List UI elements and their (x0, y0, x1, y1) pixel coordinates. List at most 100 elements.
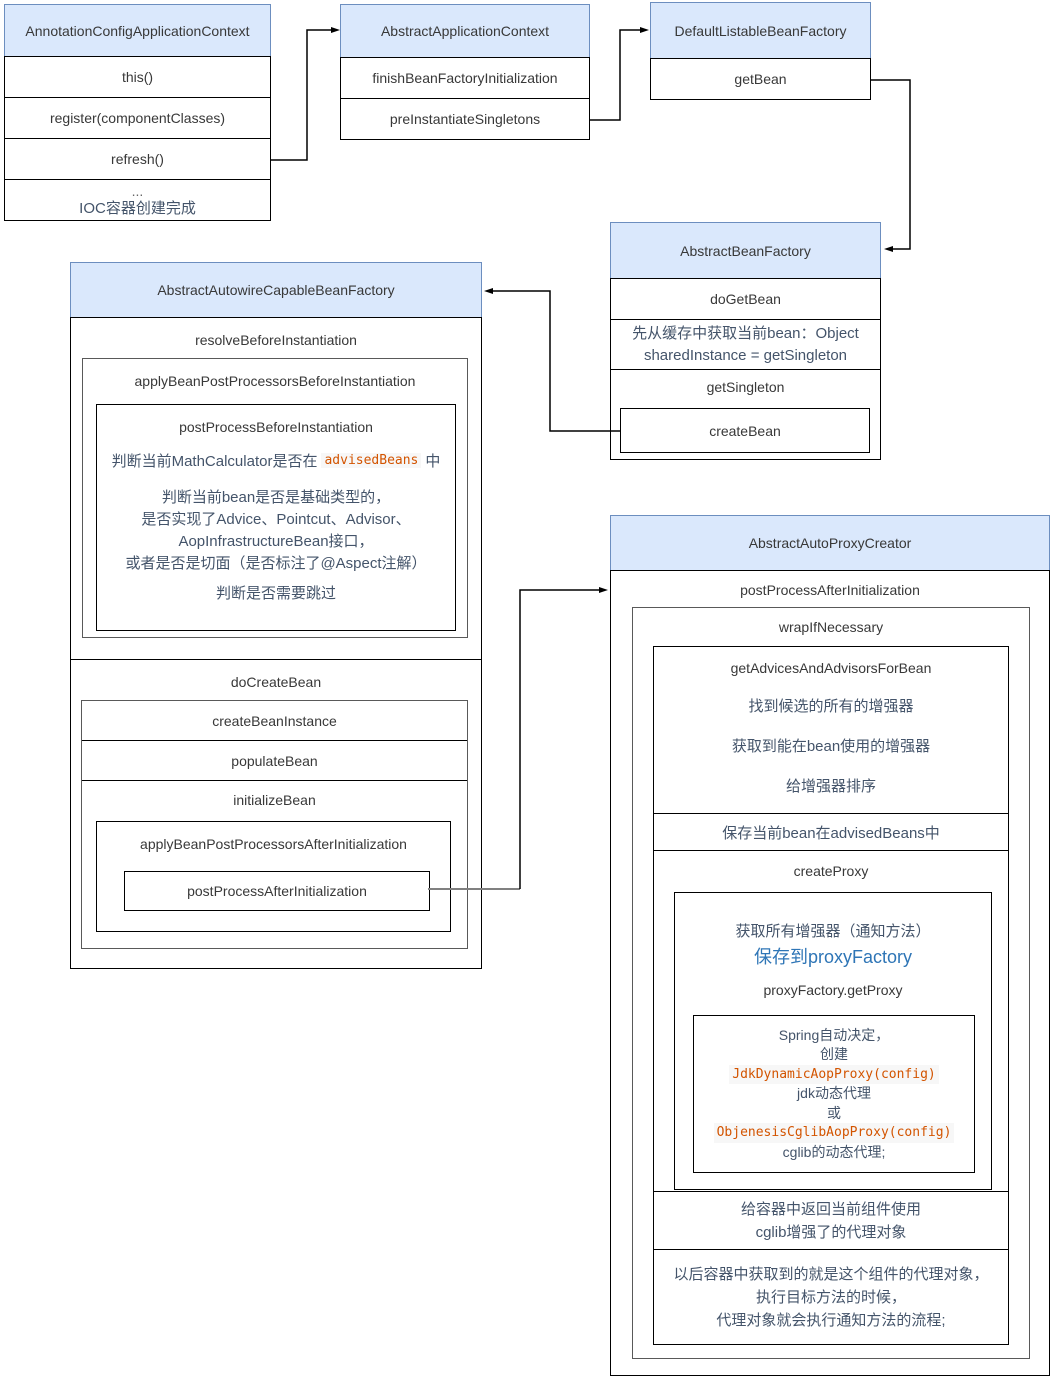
section-label-do-create-bean: doCreateBean (70, 662, 482, 702)
method-label-wrap: applyBeanPostProcessorsAfterInitializati… (97, 822, 450, 866)
note-line: cglib的动态代理; (782, 1143, 886, 1160)
cache-lookup-line1: 先从缓存中获取当前bean：Object (632, 324, 859, 342)
note-line: 代理对象就会执行通知方法的流程; (716, 1311, 946, 1329)
method-proxy-factory-get-proxy: proxyFactory.getProxy (675, 977, 991, 1003)
section-get-singleton: getSingleton createBean (610, 369, 881, 460)
code-objenesis-cglib-aop-proxy: ObjenesisCglibAopProxy(config) (713, 1123, 955, 1143)
connector-pre-instantiate-to-default-listable (590, 27, 649, 121)
method-row-refresh: refresh() (4, 138, 271, 180)
box-apply-bean-post-processors-after-initialization: applyBeanPostProcessorsAfterInitializati… (96, 821, 451, 932)
note-text: 保存到proxyFactory (753, 947, 913, 967)
note-line: jdk动态代理 (797, 1085, 871, 1102)
note-text: 给增强器排序 (785, 777, 876, 795)
method-label-wrap: createProxy (654, 851, 1008, 891)
method-row-register: register(componentClasses) (4, 97, 271, 139)
method-label-wrap: getAdvicesAndAdvisorsForBean (654, 647, 1008, 689)
note-line: 执行目标方法的时候， (755, 1288, 906, 1306)
box-proxy-factory: 获取所有增强器（通知方法） 保存到proxyFactory proxyFacto… (674, 892, 992, 1190)
node-header: AnnotationConfigApplicationContext (4, 4, 271, 57)
note-text: 判断当前MathCalculator是否在 (111, 452, 318, 470)
cache-lookup-line2: sharedInstance = getSingleton (643, 346, 848, 364)
box-do-create-bean-steps: createBeanInstance populateBean initiali… (81, 700, 468, 949)
code-jdk-dynamic-aop-proxy: JdkDynamicAopProxy(config) (729, 1064, 939, 1085)
note-line: AopInfrastructureBean接口， (178, 533, 374, 550)
step-create-bean-instance: createBeanInstance (82, 701, 467, 741)
method-label: createProxy (793, 863, 869, 879)
note-line: 给容器中返回当前组件使用 (740, 1200, 921, 1218)
method-label: initializeBean (233, 792, 316, 808)
section-label-post-process-after-initialization: postProcessAfterInitialization (610, 573, 1050, 607)
step-populate-bean: populateBean (82, 741, 467, 781)
method-box-create-bean: createBean (620, 408, 870, 453)
ioc-complete-label: IOC容器创建完成 (79, 200, 196, 217)
note-line: cglib增强了的代理对象 (755, 1223, 907, 1241)
class-title: AbstractBeanFactory (680, 242, 811, 259)
method-label-wrap: applyBeanPostProcessorsBeforeInstantiati… (83, 359, 467, 403)
node-header: AbstractBeanFactory (610, 222, 881, 279)
method-label-wrap: wrapIfNecessary (633, 608, 1029, 646)
box-apply-bean-post-processors-before-instantiation: applyBeanPostProcessorsBeforeInstantiati… (82, 358, 468, 638)
method-label: getAdvicesAndAdvisorsForBean (730, 660, 932, 676)
method-label: proxyFactory.getProxy (763, 982, 903, 998)
note-line: 或者是否是切面（是否标注了@Aspect注解） (125, 555, 427, 572)
note-judge-skip: 判断是否需要跳过 (97, 579, 455, 605)
method-row-finish-bean-factory-initialization: finishBeanFactoryInitialization (340, 57, 590, 99)
connector-post-process-after-to-auto-proxy-creator (519, 587, 608, 889)
method-label: applyBeanPostProcessorsBeforeInstantiati… (134, 373, 416, 389)
note-text: 中 (425, 452, 441, 470)
node-abstract-application-context: AbstractApplicationContext finishBeanFac… (340, 4, 590, 141)
method-label: createBeanInstance (212, 712, 337, 729)
note-line: 判断当前bean是否是基础类型的， (161, 489, 391, 506)
section-divider (71, 659, 481, 660)
note-line: 以后容器中获取到的就是这个组件的代理对象， (673, 1265, 989, 1283)
row-return-cglib-proxy: 给容器中返回当前组件使用 cglib增强了的代理对象 (654, 1192, 1008, 1250)
node-header: AbstractApplicationContext (340, 4, 590, 58)
ellipsis-label: ... (131, 183, 144, 199)
node-abstract-auto-proxy-creator: AbstractAutoProxyCreator postProcessAfte… (610, 515, 1050, 1376)
note-judge-advised-beans: 判断当前MathCalculator是否在 advisedBeans 中 (97, 449, 455, 471)
connector-create-bean-to-autowire-factory (484, 288, 620, 432)
note-collect-advisors: 获取所有增强器（通知方法） (675, 917, 991, 943)
note-text: 保存当前bean在advisedBeans中 (722, 824, 940, 842)
method-label: doCreateBean (230, 674, 322, 690)
row-future-proxy-behavior: 以后容器中获取到的就是这个组件的代理对象， 执行目标方法的时候， 代理对象就会执… (654, 1250, 1008, 1344)
step-initialize-bean: initializeBean (82, 781, 467, 819)
method-row-do-get-bean: doGetBean (610, 278, 881, 320)
method-row-pre-instantiate-singletons: preInstantiateSingletons (340, 98, 590, 140)
node-header: DefaultListableBeanFactory (650, 2, 871, 59)
row-cache-lookup: 先从缓存中获取当前bean：Object sharedInstance = ge… (610, 319, 881, 370)
method-label: refresh() (111, 151, 164, 167)
method-label: postProcessAfterInitialization (187, 883, 367, 899)
note-text: 判断是否需要跳过 (215, 584, 336, 602)
note-line: 创建 (820, 1046, 848, 1063)
class-title: DefaultListableBeanFactory (674, 22, 847, 39)
box-wrap-if-necessary: wrapIfNecessary getAdvicesAndAdvisorsFor… (632, 607, 1030, 1359)
node-default-listable-bean-factory: DefaultListableBeanFactory getBean (650, 2, 871, 100)
note-judge-infrastructure: 判断当前bean是否是基础类型的， 是否实现了Advice、Pointcut、A… (97, 486, 455, 576)
row-save-advised-beans: 保存当前bean在advisedBeans中 (654, 814, 1008, 851)
method-row-this: this() (4, 56, 271, 98)
note-text: 获取到能在bean使用的增强器 (731, 737, 931, 755)
note-line: Spring自动决定， (778, 1026, 890, 1043)
node-header: AbstractAutoProxyCreator (610, 515, 1050, 571)
note-find-candidate-advisors: 找到候选的所有的增强器 (654, 693, 1008, 717)
method-label: finishBeanFactoryInitialization (372, 70, 558, 86)
method-label: getSingleton (706, 379, 785, 395)
row-ioc-complete: ... IOC容器创建完成 (4, 179, 271, 221)
method-label: preInstantiateSingletons (389, 111, 541, 127)
note-text: 获取所有增强器（通知方法） (735, 922, 931, 940)
class-title: AbstractAutoProxyCreator (748, 535, 912, 551)
method-row-get-bean: getBean (650, 58, 871, 100)
method-label: doGetBean (710, 291, 781, 307)
class-title: AbstractAutowireCapableBeanFactory (157, 282, 395, 298)
method-label: createBean (709, 422, 781, 439)
node-abstract-bean-factory: AbstractBeanFactory doGetBean 先从缓存中获取当前b… (610, 222, 881, 460)
connector-refresh-to-abstract-application-context (271, 27, 340, 161)
method-label: resolveBeforeInstantiation (195, 332, 357, 348)
node-annotation-config-application-context: AnnotationConfigApplicationContext this(… (4, 4, 271, 221)
node-header: AbstractAutowireCapableBeanFactory (70, 262, 482, 318)
method-label: postProcessAfterInitialization (740, 582, 920, 598)
node-abstract-autowire-capable-bean-factory: AbstractAutowireCapableBeanFactory resol… (70, 262, 482, 969)
note-line: 是否实现了Advice、Pointcut、Advisor、 (141, 511, 411, 528)
code-advised-beans: advisedBeans (321, 452, 422, 468)
